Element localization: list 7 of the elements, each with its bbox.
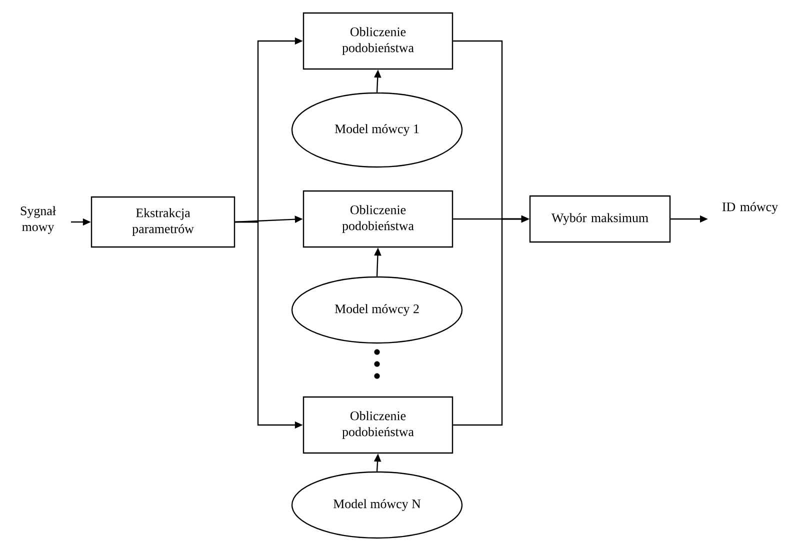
input-label: Sygnał mowy <box>20 206 56 234</box>
output-label: ID mówcy <box>722 202 778 214</box>
process-box: Ekstrakcja parametrów <box>90 196 236 248</box>
process-box: Wybór maksimum <box>529 195 671 243</box>
process-box: Obliczenie podobieństwa <box>302 12 454 70</box>
process-box: Obliczenie podobieństwa <box>302 190 454 248</box>
process-box: Obliczenie podobieństwa <box>302 396 454 454</box>
